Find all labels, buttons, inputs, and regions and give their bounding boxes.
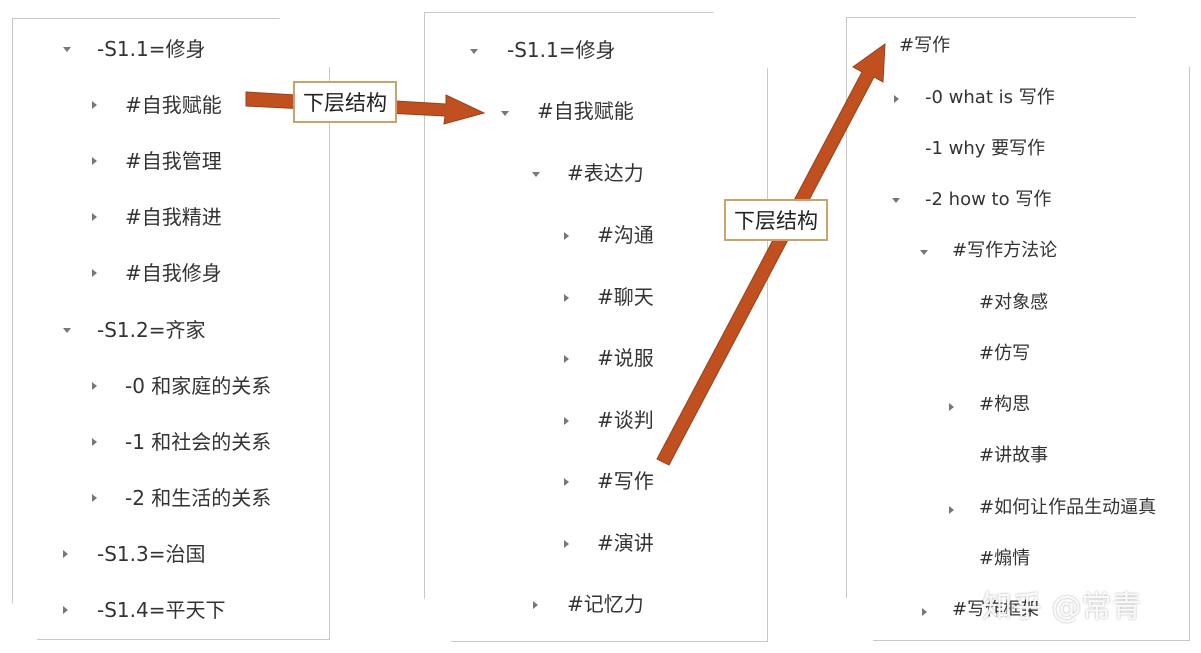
collapse-toggle-icon[interactable] xyxy=(892,198,900,203)
outline-item[interactable]: #演讲 xyxy=(597,531,654,555)
outline-item[interactable]: -0 what is 写作 xyxy=(925,87,1055,108)
outline-item[interactable]: -S1.1=修身 xyxy=(97,37,206,61)
outline-item[interactable]: #沟通 xyxy=(597,223,654,247)
outline-item[interactable]: #写作方法论 xyxy=(952,240,1058,261)
outline-item[interactable]: -1 和社会的关系 xyxy=(125,430,272,454)
expand-toggle-icon[interactable] xyxy=(949,403,954,411)
outline-item[interactable]: #如何让作品生动逼真 xyxy=(979,497,1157,518)
outline-item[interactable]: -S1.1=修身 xyxy=(507,38,616,62)
outline-item[interactable]: #构思 xyxy=(979,394,1031,415)
collapse-toggle-icon[interactable] xyxy=(470,49,478,54)
outline-item[interactable]: #自我管理 xyxy=(125,149,222,173)
outline-item[interactable]: #对象感 xyxy=(979,292,1049,313)
collapse-toggle-icon[interactable] xyxy=(501,111,509,116)
expand-toggle-icon[interactable] xyxy=(533,601,538,609)
outline-panel-3: #写作 -0 what is 写作 -1 why 要写作 -2 how to 写… xyxy=(846,17,1190,641)
outline-item[interactable]: #说服 xyxy=(597,346,654,370)
outline-item[interactable]: -2 how to 写作 xyxy=(925,189,1052,210)
expand-toggle-icon[interactable] xyxy=(92,157,97,165)
outline-item[interactable]: #表达力 xyxy=(567,161,644,185)
expand-toggle-icon[interactable] xyxy=(564,294,569,302)
expand-toggle-icon[interactable] xyxy=(564,540,569,548)
expand-toggle-icon[interactable] xyxy=(949,506,954,514)
callout-label-1: 下层结构 xyxy=(293,81,397,123)
expand-toggle-icon[interactable] xyxy=(92,269,97,277)
expand-toggle-icon[interactable] xyxy=(63,550,68,558)
outline-item[interactable]: #仿写 xyxy=(979,343,1031,364)
collapse-toggle-icon[interactable] xyxy=(920,250,928,255)
outline-item[interactable]: -S1.3=治国 xyxy=(97,542,206,566)
expand-toggle-icon[interactable] xyxy=(894,95,899,103)
outline-item[interactable]: -2 和生活的关系 xyxy=(125,486,272,510)
arrow-to-panel-3 xyxy=(656,42,886,466)
collapse-toggle-icon[interactable] xyxy=(63,47,71,52)
callout-label-2: 下层结构 xyxy=(724,199,828,241)
outline-item[interactable]: #谈判 xyxy=(597,408,654,432)
expand-toggle-icon[interactable] xyxy=(564,417,569,425)
outline-item[interactable]: #写作 xyxy=(597,469,654,493)
outline-item[interactable]: #讲故事 xyxy=(979,445,1049,466)
expand-toggle-icon[interactable] xyxy=(922,608,927,616)
expand-toggle-icon[interactable] xyxy=(92,213,97,221)
outline-item[interactable]: -S1.2=齐家 xyxy=(97,318,206,342)
expand-toggle-icon[interactable] xyxy=(92,101,97,109)
expand-toggle-icon[interactable] xyxy=(564,355,569,363)
outline-item[interactable]: #写作框架 xyxy=(952,599,1040,620)
outline-panel-2: -S1.1=修身 #自我赋能 #表达力 #沟通 #聊天 #说服 #谈判 #写作 … xyxy=(424,12,768,642)
outline-item[interactable]: -0 和家庭的关系 xyxy=(125,374,272,398)
outline-item[interactable]: -S1.4=平天下 xyxy=(97,598,226,622)
outline-item[interactable]: #自我赋能 xyxy=(537,99,634,123)
expand-toggle-icon[interactable] xyxy=(564,232,569,240)
outline-item[interactable]: -1 why 要写作 xyxy=(925,138,1046,159)
outline-item[interactable]: #记忆力 xyxy=(567,592,644,616)
outline-item[interactable]: #煽情 xyxy=(979,548,1031,569)
outline-item[interactable]: #自我赋能 xyxy=(125,93,222,117)
outline-item[interactable]: #写作 xyxy=(899,35,951,56)
outline-panel-1: -S1.1=修身 #自我赋能 #自我管理 #自我精进 #自我修身 -S1.2=齐… xyxy=(12,18,330,640)
expand-toggle-icon[interactable] xyxy=(92,438,97,446)
watermark-text: 知乎 @常青 xyxy=(982,590,1142,625)
expand-toggle-icon[interactable] xyxy=(92,382,97,390)
expand-toggle-icon[interactable] xyxy=(564,478,569,486)
outline-item[interactable]: #自我修身 xyxy=(125,261,222,285)
outline-item[interactable]: #自我精进 xyxy=(125,205,222,229)
expand-toggle-icon[interactable] xyxy=(92,494,97,502)
expand-toggle-icon[interactable] xyxy=(63,606,68,614)
collapse-toggle-icon[interactable] xyxy=(532,172,540,177)
outline-item[interactable]: #聊天 xyxy=(597,285,654,309)
collapse-toggle-icon[interactable] xyxy=(63,328,71,333)
